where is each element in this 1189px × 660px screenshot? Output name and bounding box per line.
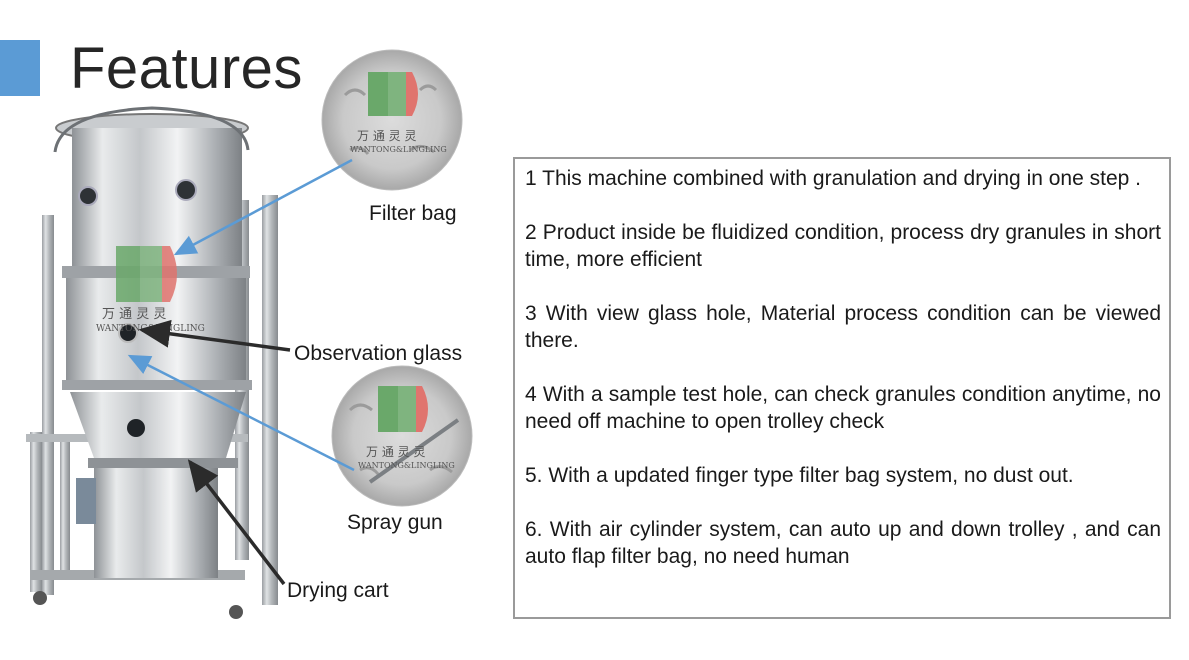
features-box: 1 This machine combined with granulation…: [513, 157, 1171, 619]
callout-observation-glass: Observation glass: [294, 342, 463, 365]
drying-cart: [76, 468, 218, 578]
spray-gun-detail: [331, 365, 473, 507]
callout-filter-bag: Filter bag: [369, 202, 457, 225]
callout-drying-cart: Drying cart: [287, 579, 389, 602]
watermark-cn-filter: 万 通 灵 灵: [357, 129, 416, 143]
callout-spray-gun: Spray gun: [347, 511, 443, 534]
lower-chamber: [70, 392, 246, 468]
feature-item: 5. With a updated finger type filter bag…: [525, 464, 1074, 487]
observation-glass-arrow: [138, 319, 291, 352]
page-title: Features: [70, 36, 303, 101]
feature-item: 4 With a sample test hole, can check gra…: [525, 383, 1161, 433]
feature-item: 3 With view glass hole, Material process…: [525, 302, 1161, 352]
filter-bag-arrow: [173, 158, 353, 256]
filter-bag-detail: [321, 49, 463, 191]
spray-gun-arrow: [127, 354, 355, 472]
watermark-en-filter: WANTONG&LINGLING: [350, 145, 447, 154]
title-accent-bar: [0, 40, 40, 96]
watermark-logo: [116, 246, 177, 302]
watermark-cn-spray: 万 通 灵 灵: [366, 445, 425, 459]
feature-item: 6. With air cylinder system, can auto up…: [525, 518, 1161, 568]
drying-cart-arrow: [187, 459, 286, 586]
watermark-en-spray: WANTONG&LINGLING: [358, 461, 455, 470]
feature-item: 1 This machine combined with granulation…: [525, 167, 1141, 190]
feature-item: 2 Product inside be fluidized condition,…: [525, 221, 1161, 271]
upper-chamber: [53, 106, 250, 268]
watermark-cn: 万 通 灵 灵: [102, 307, 166, 322]
